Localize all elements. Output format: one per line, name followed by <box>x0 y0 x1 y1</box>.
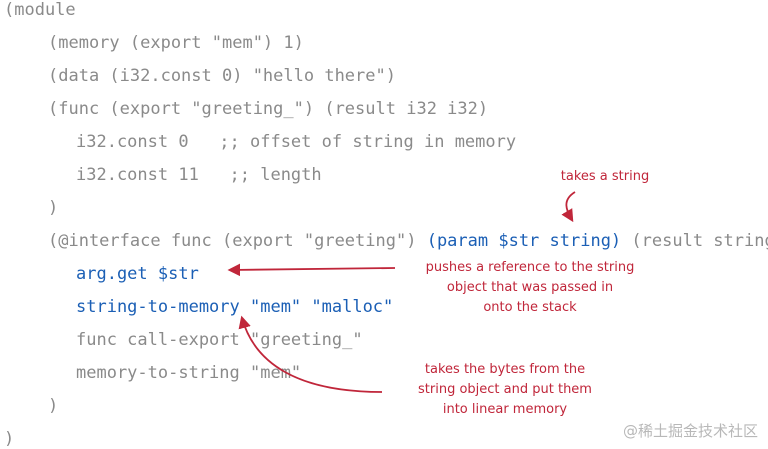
arrow-to-param <box>561 191 576 223</box>
code-line-7: ) <box>48 198 58 218</box>
code-token: ) <box>4 429 15 449</box>
highlighted-code-token: arg.get $str <box>76 264 199 284</box>
code-line-1: (module <box>4 0 76 20</box>
code-token: ) <box>48 198 59 218</box>
watermark: @稀土掘金技术社区 <box>622 422 758 440</box>
code-token: memory-to-string "mem" <box>76 363 302 383</box>
code-line-14: ) <box>4 429 14 449</box>
code-line-10: string-to-memory "mem" "malloc" <box>76 297 393 317</box>
code-line-6: i32.const 11 ;; length <box>76 165 322 185</box>
highlighted-code-token: (param $str string) <box>426 231 622 251</box>
annotation-pushes-reference: pushes a reference to the string object … <box>425 260 635 315</box>
arrow-to-arg-get <box>227 263 396 277</box>
code-line-11: func call-export "greeting_" <box>76 330 363 350</box>
code-line-3: (data (i32.const 0) "hello there") <box>48 66 396 86</box>
code-line-9: arg.get $str <box>76 264 199 284</box>
code-token: (data (i32.const 0) "hello there") <box>48 66 396 86</box>
highlighted-code-token: string-to-memory "mem" "malloc" <box>76 297 394 317</box>
code-token: (result string) <box>631 231 768 251</box>
code-line-5: i32.const 0 ;; offset of string in memor… <box>76 132 516 152</box>
code-token: ) <box>48 396 59 416</box>
annotation-takes-bytes: takes the bytes from the string object a… <box>418 362 592 417</box>
code-token: (memory (export "mem") 1) <box>48 33 304 53</box>
code-token: (module <box>4 0 76 20</box>
code-line-13: ) <box>48 396 58 416</box>
code-token: (@interface func (export "greeting") <box>48 231 427 251</box>
code-token: (func (export "greeting_") (result i32 i… <box>48 99 489 119</box>
code-line-8: (@interface func (export "greeting") (pa… <box>48 231 768 251</box>
code-token: i32.const 0 ;; offset of string in memor… <box>76 132 517 152</box>
code-line-4: (func (export "greeting_") (result i32 i… <box>48 99 488 119</box>
code-token: i32.const 11 ;; length <box>76 165 322 185</box>
code-line-2: (memory (export "mem") 1) <box>48 33 304 53</box>
code-token: func call-export "greeting_" <box>76 330 363 350</box>
annotation-takes-string: takes a string <box>560 169 650 184</box>
code-line-12: memory-to-string "mem" <box>76 363 301 383</box>
